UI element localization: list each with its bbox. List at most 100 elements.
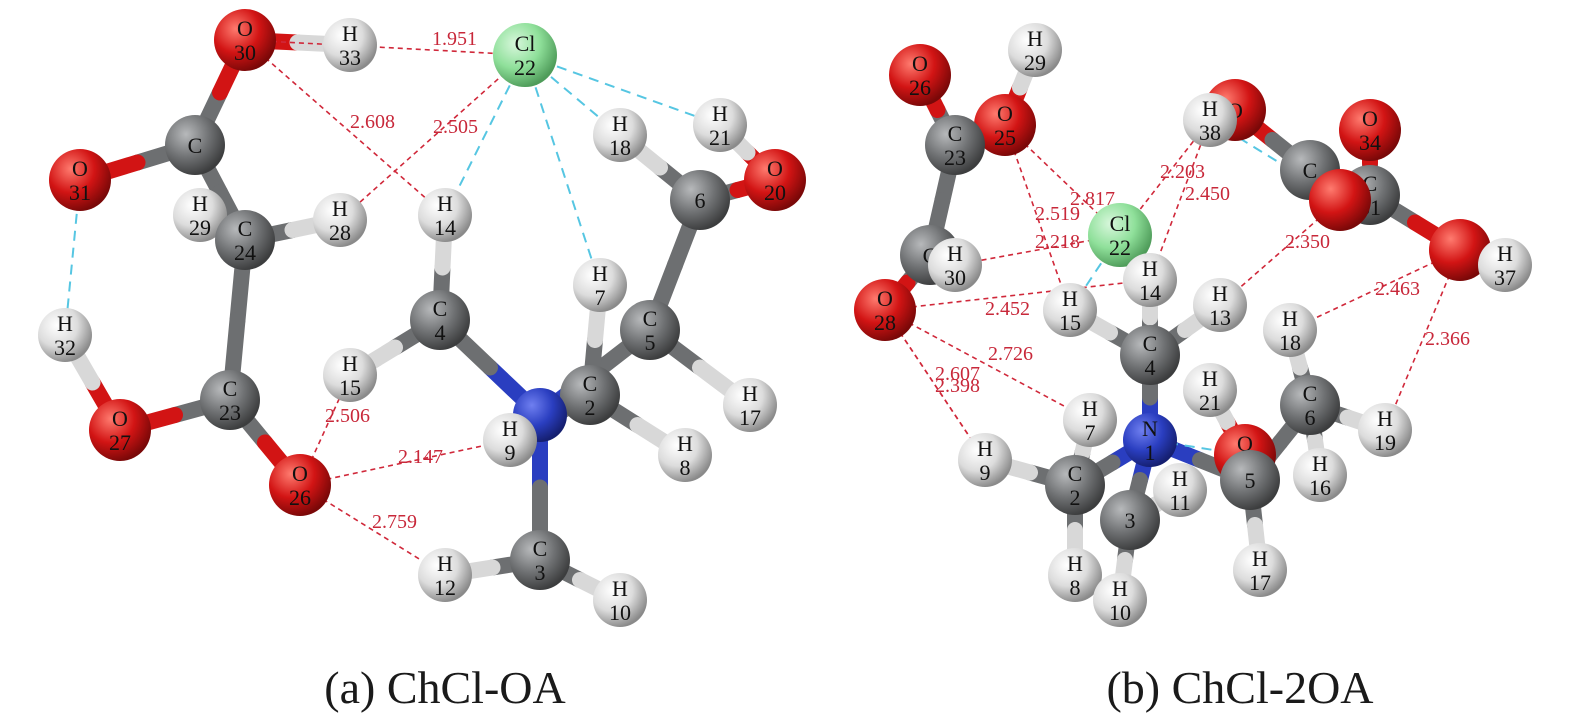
atom-sphere-O26: [269, 454, 331, 516]
atom-H8: H8: [1048, 548, 1102, 602]
atom-label-N1: 1: [1145, 440, 1156, 465]
atom-sphere-H19: [1358, 403, 1412, 457]
distance-label: 2.726: [988, 343, 1033, 365]
atom-label-H29: H: [192, 191, 208, 216]
atom-O30: O30: [214, 9, 276, 71]
atom-label-H7: H: [592, 261, 608, 286]
atom-C4: C4: [410, 290, 470, 350]
atom-sphere-H8: [658, 428, 712, 482]
atom-label-H19: H: [1377, 406, 1393, 431]
atom-label-H12: 12: [434, 575, 456, 600]
atom-label-Cl22: Cl: [1110, 211, 1131, 236]
atom-label-H29: H: [1027, 26, 1043, 51]
contact-Cl22-H14: [444, 54, 526, 216]
atom-label-H8: H: [1067, 551, 1083, 576]
atom-H14: H14: [1123, 253, 1177, 307]
atom-C23: C23: [925, 115, 985, 175]
atoms-b: H29O26OH38O25O34C23CC31Cl22CH30H37H14H13…: [854, 23, 1532, 627]
atom-O26: O26: [269, 454, 331, 516]
atom-label-H13: 13: [1209, 305, 1231, 330]
atom-H29: H29: [1008, 23, 1062, 77]
atom-H10: H10: [593, 573, 647, 627]
atom-sphere-C2: [1045, 455, 1105, 515]
atom-H38: H38: [1183, 93, 1237, 147]
atom-label-H17: 17: [739, 405, 761, 430]
distance-label: 2.607: [935, 363, 980, 385]
atom-H19: H19: [1358, 403, 1412, 457]
atom-label-C24: C: [238, 216, 253, 241]
atom-label-H7: 7: [1085, 420, 1096, 445]
atom-label-C2: 2: [585, 395, 596, 420]
atom-label-H10: H: [612, 576, 628, 601]
atom-C6: 6: [670, 170, 730, 230]
atom-sphere-C5: [1220, 450, 1280, 510]
atom-label-H13: H: [1212, 281, 1228, 306]
atom-label-Cl22: Cl: [515, 31, 536, 56]
atom-sphere-C23: [925, 115, 985, 175]
atom-C2: C2: [560, 365, 620, 425]
atom-label-O30: 30: [234, 40, 256, 65]
distance-label: 2.350: [1285, 231, 1330, 253]
atom-label-C23: 23: [944, 145, 966, 170]
distance-label: 2.519: [1035, 203, 1080, 225]
atom-H12: H12: [418, 548, 472, 602]
atom-label-H29: 29: [189, 215, 211, 240]
atom-sphere-N1: [1123, 413, 1177, 467]
atom-H15: H15: [323, 348, 377, 402]
atom-sphere-O28: [854, 279, 916, 341]
atom-sphere-H10: [593, 573, 647, 627]
atom-sphere-H37: [1478, 238, 1532, 292]
atom-H18: H18: [1263, 303, 1317, 357]
distance-label: 2.463: [1375, 278, 1420, 300]
caption-panel-a: (a) ChCl-OA: [324, 662, 566, 713]
atom-label-H17: 17: [1249, 570, 1271, 595]
atom-label-H10: H: [1112, 576, 1128, 601]
atom-sphere-Cl22: [493, 23, 557, 87]
atom-sphere-O20: [744, 149, 806, 211]
atom-label-H8: 8: [1070, 575, 1081, 600]
atom-H21: H21: [1183, 363, 1237, 417]
atom-label-H17: H: [1252, 546, 1268, 571]
atom-sphere-C5: [620, 300, 680, 360]
atom-label-H21: 21: [1199, 390, 1221, 415]
atom-label-C25: C: [188, 133, 203, 158]
atom-label-C23: 23: [219, 400, 241, 425]
atom-sphere-H30: [928, 238, 982, 292]
atom-sphere-H29: [173, 188, 227, 242]
atom-label-H16: 16: [1309, 475, 1331, 500]
atom-label-O20: O: [767, 156, 783, 181]
atom-sphere-H15: [1043, 283, 1097, 337]
hbond-O28-H7: [884, 309, 1091, 421]
atom-H9: H9: [483, 413, 537, 467]
atom-label-C6: 6: [1305, 405, 1316, 430]
atom-O34: O34: [1339, 99, 1401, 161]
atom-sphere-H11: [1153, 463, 1207, 517]
atom-label-O27: 27: [109, 430, 131, 455]
atom-label-H9: 9: [505, 440, 516, 465]
atom-label-H14: 14: [434, 215, 456, 240]
atom-C6: C6: [1280, 375, 1340, 435]
atom-C24: C24: [215, 210, 275, 270]
atom-H28: H28: [313, 193, 367, 247]
distance-label: 2.203: [1160, 161, 1205, 183]
atom-label-H10: 10: [609, 600, 631, 625]
atom-label-H21: H: [712, 101, 728, 126]
atom-label-H18: H: [1282, 306, 1298, 331]
atom-label-N1: N: [1142, 416, 1158, 441]
atom-label-H28: 28: [329, 220, 351, 245]
atom-label-C4: C: [433, 296, 448, 321]
atom-sphere-C6: [1280, 375, 1340, 435]
panel-b-chcl-2oa: H29O26OH38O25O34C23CC31Cl22CH30H37H14H13…: [854, 23, 1532, 627]
hbond-O30-Cl22: [244, 39, 526, 56]
atom-sphere-O26: [889, 44, 951, 106]
atom-sphere-H14: [1123, 253, 1177, 307]
atom-O35: [1309, 169, 1371, 231]
hbond-H38-H14: [1149, 119, 1211, 281]
atom-sphere-H13: [1193, 278, 1247, 332]
atom-sphere-O25: [974, 94, 1036, 156]
distance-label: 2.817: [1070, 188, 1115, 210]
atom-C3: C3: [510, 530, 570, 590]
atom-H13: H13: [1193, 278, 1247, 332]
